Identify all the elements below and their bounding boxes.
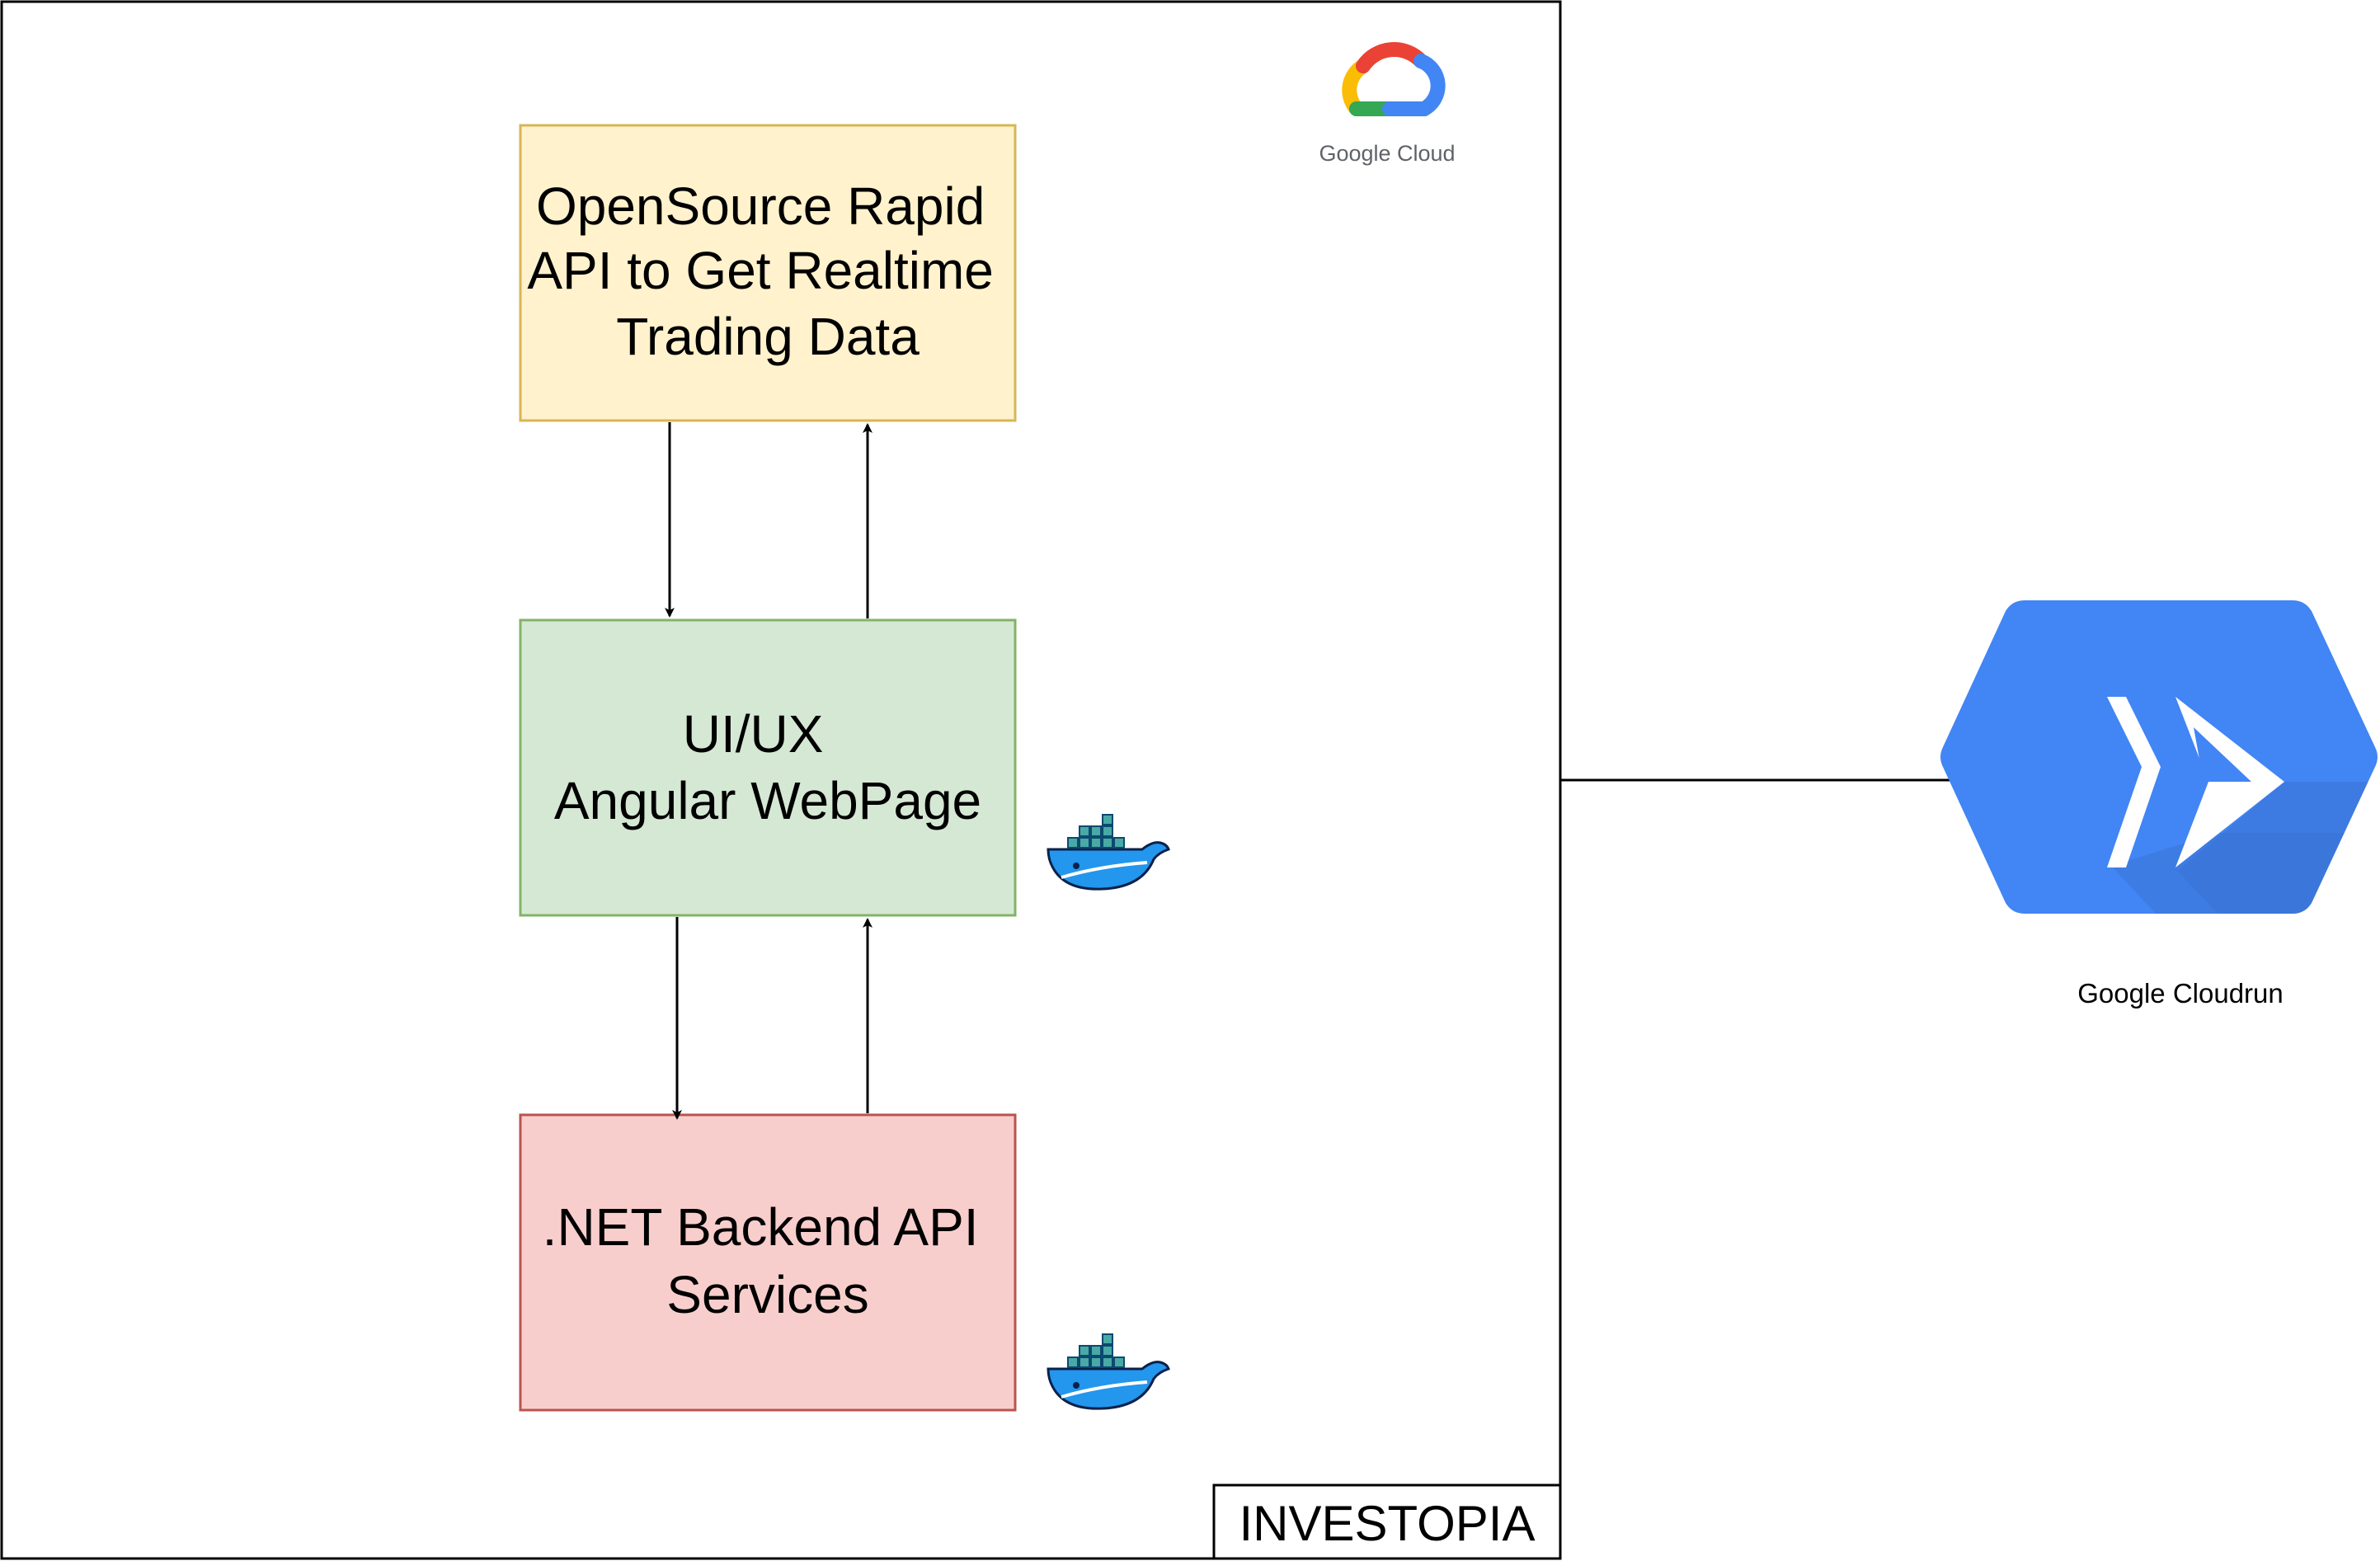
google-cloud-logo-text: Google Cloud xyxy=(1319,141,1455,166)
cloud-run-label: Google Cloudrun xyxy=(2077,978,2284,1009)
google-cloud-icon xyxy=(1342,42,1446,116)
connectors xyxy=(665,422,1979,1120)
docker-icon xyxy=(1047,814,1170,891)
ui-angular-box-label: UI/UX Angular WebPage xyxy=(554,704,981,830)
investopia-label-box: INVESTOPIA xyxy=(1212,1483,1562,1560)
dotnet-backend-box-label: .NET Backend API Services xyxy=(543,1197,994,1324)
dotnet-backend-box: .NET Backend API Services xyxy=(519,1113,1017,1412)
google-cloud-logo: Google Cloud xyxy=(1319,42,1456,166)
rapid-api-box: OpenSource Rapid API to Get Realtime Tra… xyxy=(519,124,1017,422)
rapid-api-box-label: OpenSource Rapid API to Get Realtime Tra… xyxy=(527,176,1008,366)
ui-angular-box: UI/UX Angular WebPage xyxy=(519,618,1017,917)
investopia-label: INVESTOPIA xyxy=(1239,1496,1535,1551)
cloud-run-icon xyxy=(1940,600,2378,914)
docker-icon xyxy=(1047,1333,1170,1410)
